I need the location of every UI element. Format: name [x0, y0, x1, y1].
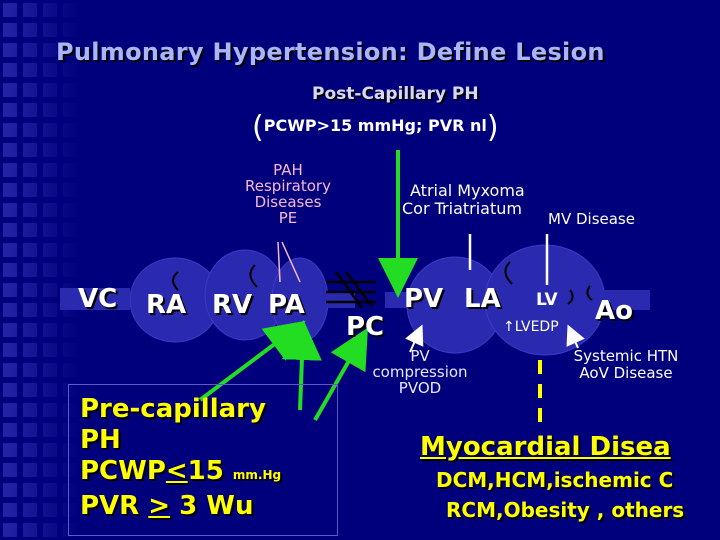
- post-capillary-criteria: (PCWP>15 mmHg; PVR nl): [252, 110, 499, 145]
- sys-arrow: [566, 324, 585, 349]
- capillary-bed: [326, 271, 376, 309]
- vessel-vc: [60, 288, 130, 310]
- node-ao: Ao: [595, 296, 633, 326]
- node-pa: PA: [268, 290, 305, 320]
- valve-marks: [172, 261, 593, 305]
- pvc-arrow: [405, 324, 424, 353]
- node-ra: RA: [146, 290, 187, 320]
- node-lv: LV: [536, 290, 558, 310]
- decorative-stripe: [0, 0, 80, 540]
- precapillary-criteria: Pre-capillary PH PCWP<15 mm.Hg PVR > 3 W…: [80, 394, 282, 521]
- systemic-causes: Systemic HTN AoV Disease: [573, 347, 679, 382]
- myocardial-disease-line2: RCM,Obesity , others: [446, 498, 685, 522]
- precapillary-box: [68, 384, 338, 536]
- myocardial-disease-title: Myocardial Disea: [420, 432, 671, 462]
- left-atrial-causes: Atrial Myxoma Cor Triatriatum: [402, 181, 525, 218]
- pah-causes: PAH Respiratory Diseases PE: [245, 161, 331, 227]
- slide-title: Pulmonary Hypertension: Define Lesion: [56, 38, 605, 66]
- node-vc: VC: [78, 284, 118, 314]
- lvedp-label: ↑LVEDP: [503, 319, 559, 335]
- node-pv: PV: [404, 284, 444, 314]
- vessel-pa: [320, 292, 355, 308]
- precap-arrows: [198, 320, 368, 421]
- node-la: LA: [464, 284, 501, 314]
- pah-lines: [277, 241, 301, 283]
- myocardial-disease-line1: DCM,HCM,ischemic C: [436, 468, 674, 492]
- post-capillary-subtitle: Post-Capillary PH: [312, 84, 479, 104]
- vessel-ao: [590, 290, 650, 310]
- pv-compression-causes: PV compression PVOD: [372, 347, 468, 397]
- mv-disease-label: MV Disease: [548, 210, 635, 228]
- node-rv: RV: [212, 290, 253, 320]
- node-pc: PC: [346, 312, 385, 342]
